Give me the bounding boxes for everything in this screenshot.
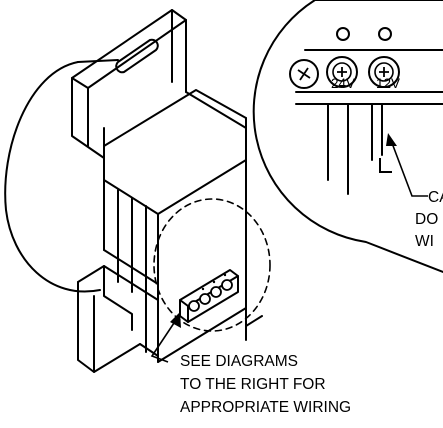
mounting-slot (115, 38, 159, 74)
see-diagrams-line-3: APPROPRIATE WIRING (180, 399, 351, 416)
magnified-terminal-view (252, 0, 443, 273)
highlight-dashed-circle (153, 198, 271, 332)
screw-24v-icon (326, 56, 358, 88)
screw-12v-icon (368, 56, 400, 88)
see-diagrams-line-2: TO THE RIGHT FOR (180, 376, 326, 393)
caution-line-3: WI (415, 233, 434, 250)
caution-line-1: CA (428, 189, 443, 206)
connector-pins (188, 279, 233, 312)
terminal-screws (289, 27, 400, 89)
base-bracket (77, 265, 263, 373)
hole-12v-icon (378, 27, 392, 41)
leader-lines (150, 142, 428, 363)
screw-partial-icon (289, 59, 319, 89)
jumper-wire (379, 158, 392, 173)
connector-pin-dots (201, 273, 227, 291)
cylinder-body (4, 59, 119, 293)
hole-24v-icon (336, 27, 350, 41)
housing-box (103, 89, 247, 363)
terminal-label-24v: 24V (331, 76, 355, 91)
see-diagrams-line-1: SEE DIAGRAMS (180, 353, 298, 370)
mounting-bracket (71, 9, 187, 159)
caution-leader (391, 142, 428, 197)
terminal-label-12v: 12V (376, 76, 400, 91)
caution-arrowhead (386, 133, 397, 146)
see-diagrams-leader (150, 316, 179, 363)
caution-line-2: DO (415, 211, 438, 228)
see-diagrams-arrowhead (170, 312, 181, 328)
